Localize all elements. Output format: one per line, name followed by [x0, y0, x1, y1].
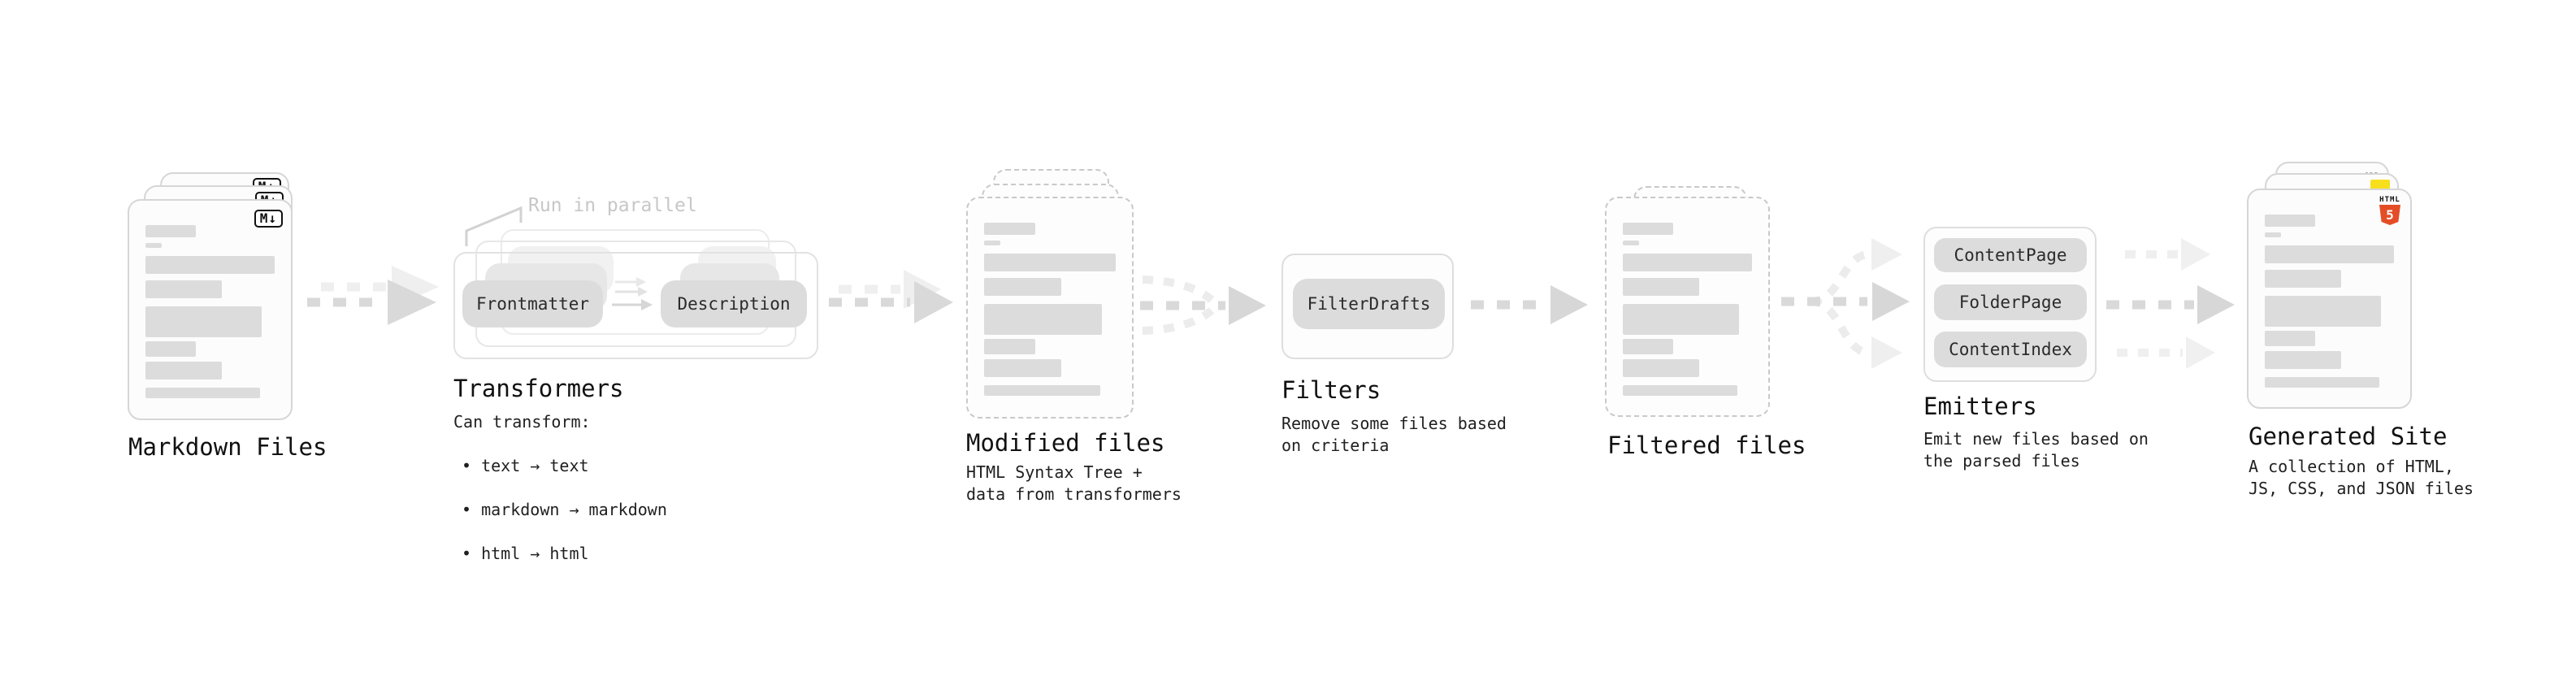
- doc-content-bar: [984, 241, 1001, 245]
- transformers-desc-heading: Can transform:: [453, 412, 591, 432]
- arrow-markdown-to-transformers: [307, 266, 439, 325]
- doc-content-bar: [1623, 278, 1699, 296]
- html5-icon: HTML 5: [2377, 196, 2403, 225]
- doc-content-bar: [145, 306, 262, 337]
- doc-content-bar: [145, 243, 162, 248]
- transformers-bullets: • text → text • markdown → markdown • ht…: [453, 433, 667, 587]
- doc-content-bar: [1623, 339, 1673, 354]
- contentindex-pill: ContentIndex: [1934, 332, 2087, 367]
- doc-card-front: M↓: [128, 199, 293, 420]
- doc-card-front: [1605, 197, 1770, 417]
- emitters-title: Emitters: [1923, 393, 2037, 420]
- doc-content-bar: [984, 385, 1101, 396]
- transformer-box-front: [453, 252, 818, 359]
- doc-content-bar: [2265, 296, 2382, 327]
- doc-content-bar: [2265, 377, 2380, 388]
- doc-content-bar: [984, 278, 1061, 296]
- doc-content-bar: [2265, 245, 2395, 263]
- bullet-item: • text → text: [462, 456, 589, 475]
- bullet-item: • markdown → markdown: [462, 500, 667, 519]
- doc-content-bar: [2265, 331, 2315, 346]
- arrow-filters-to-filtered: [1471, 285, 1588, 324]
- doc-content-bar: [145, 256, 275, 274]
- doc-content-bar: [2265, 351, 2341, 369]
- doc-content-bar: [145, 362, 222, 380]
- arrow-transformers-to-modified: [829, 270, 953, 323]
- doc-content-bar: [1623, 241, 1639, 245]
- doc-content-bar: [145, 388, 261, 398]
- contentpage-pill: ContentPage: [1934, 238, 2087, 272]
- doc-content-bar: [145, 280, 222, 298]
- doc-content-bar: [145, 225, 196, 237]
- doc-content-bar: [1623, 385, 1738, 396]
- generated-site-title: Generated Site: [2249, 423, 2448, 450]
- doc-content-bar: [984, 304, 1103, 335]
- doc-content-bar: [984, 359, 1061, 377]
- filters-title: Filters: [1281, 376, 1381, 404]
- doc-content-bar: [2265, 215, 2315, 227]
- run-in-parallel-note: Run in parallel: [528, 195, 697, 216]
- doc-content-bar: [1623, 223, 1673, 235]
- arrow-emitters-to-generated: [2106, 238, 2235, 369]
- folderpage-pill: FolderPage: [1934, 284, 2087, 320]
- doc-content-bar: [984, 339, 1035, 354]
- arrow-modified-to-filters: [1140, 275, 1266, 335]
- modified-files-desc: HTML Syntax Tree + data from transformer…: [966, 462, 1182, 504]
- doc-content-bar: [984, 254, 1116, 271]
- transformers-title: Transformers: [453, 375, 624, 402]
- doc-content-bar: [984, 223, 1035, 235]
- frontmatter-pill: Frontmatter: [462, 280, 603, 327]
- bullet-item: • html → html: [462, 544, 589, 563]
- modified-files-title: Modified files: [966, 429, 1165, 457]
- doc-content-bar: [1623, 304, 1740, 335]
- markdown-files-title: Markdown Files: [128, 433, 327, 461]
- filters-desc: Remove some files based on criteria: [1281, 414, 1507, 455]
- emitters-desc: Emit new files based on the parsed files: [1923, 429, 2149, 471]
- filtered-files-title: Filtered files: [1607, 432, 1806, 459]
- doc-content-bar: [1623, 254, 1753, 271]
- doc-content-bar: [2265, 270, 2341, 288]
- filterdrafts-pill: FilterDrafts: [1293, 279, 1445, 329]
- doc-content-bar: [2265, 232, 2281, 237]
- doc-card-front: [966, 197, 1134, 419]
- doc-content-bar: [145, 341, 196, 357]
- doc-card-front: HTML 5: [2247, 189, 2412, 409]
- markdown-icon: M↓: [254, 210, 283, 228]
- doc-content-bar: [1623, 359, 1699, 377]
- description-pill: Description: [661, 280, 807, 327]
- generated-site-desc: A collection of HTML, JS, CSS, and JSON …: [2249, 457, 2474, 498]
- arrow-filtered-to-emitters: [1781, 238, 1910, 369]
